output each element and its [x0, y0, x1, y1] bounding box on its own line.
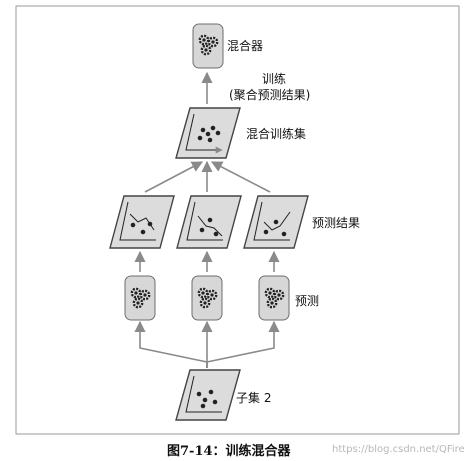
- scatter-chart-icon: [185, 113, 223, 154]
- blender-node: [192, 23, 224, 69]
- blend-set-label: 混合训练集: [246, 127, 307, 141]
- figure-frame: [15, 5, 460, 435]
- predictor-node-3: [258, 275, 290, 321]
- scatter-chart-icon: [186, 201, 223, 241]
- scatter-chart-icon: [253, 201, 291, 241]
- blender-label: 混合器: [227, 39, 264, 53]
- subset-label: 子集 2: [236, 391, 272, 405]
- figure-caption: 图7-14：训练混合器: [167, 444, 291, 459]
- train-label: 训练: [262, 72, 287, 86]
- train-sublabel: (聚合预测结果): [229, 88, 311, 102]
- prediction-node-3: [243, 195, 309, 249]
- watermark: https://blog.csdn.net/QFire: [332, 444, 465, 455]
- predictor-node-1: [124, 275, 156, 321]
- connectors: [134, 71, 280, 368]
- scatter-chart-icon: [185, 375, 222, 413]
- scatter-chart-icon: [119, 201, 156, 241]
- predictions-label: 预测结果: [312, 216, 361, 230]
- predictor-node-2: [191, 275, 223, 321]
- predict-label: 预测: [295, 294, 320, 308]
- blend-set-node: [175, 107, 241, 159]
- prediction-node-2: [176, 195, 242, 249]
- prediction-node-1: [109, 195, 175, 249]
- subset-node: [175, 369, 241, 421]
